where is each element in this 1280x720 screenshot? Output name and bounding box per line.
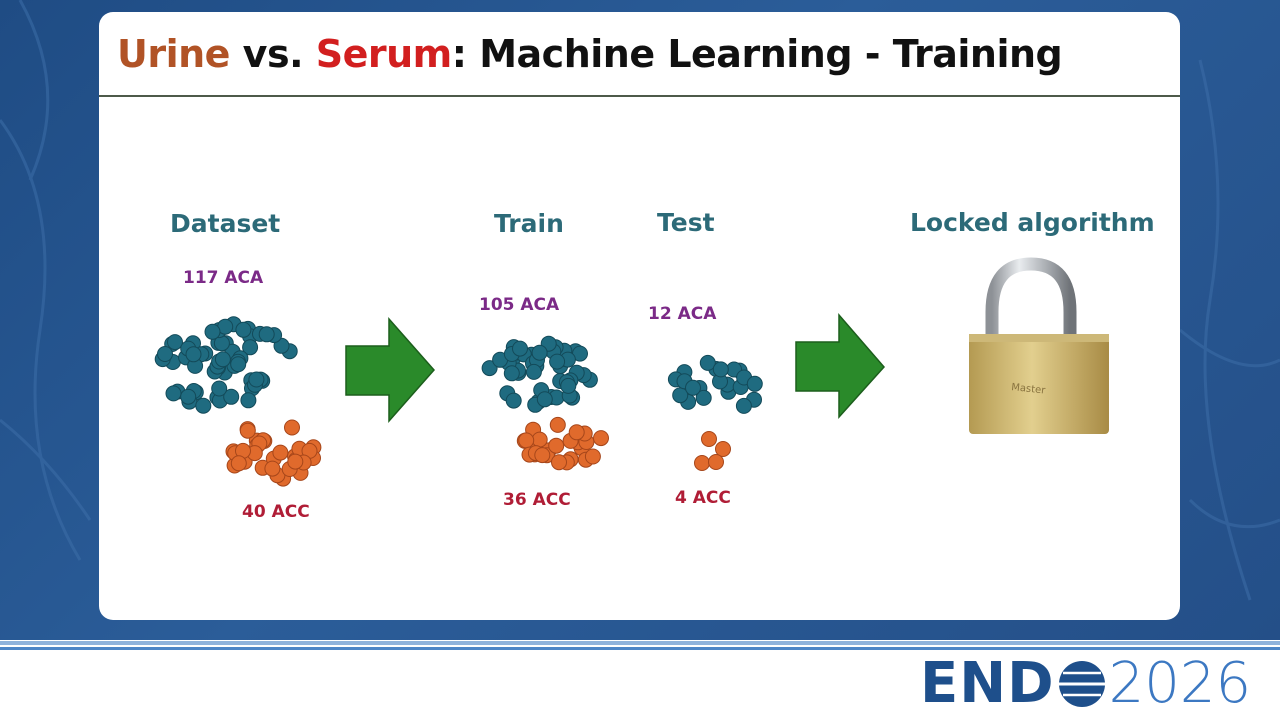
aca-dot bbox=[505, 392, 522, 409]
footer-divider bbox=[0, 641, 1280, 645]
train-aca-count: 105 ACA bbox=[479, 295, 560, 315]
content-card: Urine vs. Serum: Machine Learning - Trai… bbox=[99, 12, 1180, 620]
acc-dot bbox=[701, 431, 717, 447]
dataset-aca-count: 117 ACA bbox=[183, 268, 264, 288]
right-arrow-icon bbox=[795, 312, 886, 419]
background-texture bbox=[0, 0, 1280, 601]
aca-dot bbox=[180, 388, 197, 405]
aca-dot bbox=[157, 346, 173, 362]
aca-dot bbox=[242, 339, 259, 356]
acc-dot bbox=[534, 447, 551, 464]
test-acc-count: 4 ACC bbox=[675, 488, 731, 508]
logo-year-text: 2026 bbox=[1108, 651, 1252, 716]
footer-divider-2 bbox=[0, 647, 1280, 650]
acc-dot bbox=[584, 448, 601, 465]
title-urine: Urine bbox=[117, 32, 230, 76]
acc-dot bbox=[239, 422, 256, 439]
acc-dot bbox=[568, 424, 585, 441]
aca-dot bbox=[525, 363, 542, 380]
acc-dot bbox=[531, 431, 548, 448]
dataset-label: Dataset bbox=[170, 209, 281, 238]
acc-dot bbox=[548, 437, 565, 454]
locked-algorithm-label: Locked algorithm bbox=[910, 208, 1155, 237]
test-label: Test bbox=[657, 208, 715, 237]
train-label: Train bbox=[494, 209, 564, 238]
title-rest: : Machine Learning - Training bbox=[451, 32, 1063, 76]
aca-dot bbox=[549, 353, 566, 370]
aca-dot bbox=[685, 379, 701, 396]
logo-brand-text: END bbox=[920, 651, 1055, 716]
acc-dot bbox=[551, 454, 567, 471]
aca-dot bbox=[195, 397, 212, 414]
title-vs: vs. bbox=[229, 32, 316, 76]
aca-dot bbox=[699, 354, 716, 371]
aca-dot bbox=[223, 388, 240, 405]
aca-dot bbox=[560, 377, 577, 394]
aca-dot bbox=[735, 397, 752, 414]
acc-dot bbox=[284, 419, 300, 436]
title-serum: Serum bbox=[315, 32, 453, 76]
aca-dot bbox=[536, 391, 553, 408]
globe-icon bbox=[1058, 661, 1105, 707]
aca-dot bbox=[167, 334, 183, 351]
aca-dot bbox=[531, 344, 548, 361]
acc-dot bbox=[715, 441, 731, 457]
acc-dot bbox=[549, 416, 566, 433]
aca-dot bbox=[235, 321, 252, 338]
test-aca-count: 12 ACA bbox=[648, 304, 717, 324]
acc-dot bbox=[264, 460, 281, 477]
aca-dot bbox=[185, 346, 202, 363]
end-2026-logo: END 2026 bbox=[920, 655, 1251, 713]
padlock-icon: Master bbox=[969, 257, 1109, 434]
acc-dot bbox=[287, 453, 304, 470]
acc-dot bbox=[593, 430, 609, 447]
dataset-acc-count: 40 ACC bbox=[242, 502, 310, 522]
aca-dot bbox=[481, 360, 498, 377]
aca-dot bbox=[204, 323, 221, 340]
acc-dot bbox=[694, 455, 710, 471]
aca-dot bbox=[211, 380, 228, 397]
aca-dot bbox=[240, 392, 257, 409]
aca-dot bbox=[712, 361, 729, 378]
aca-dot bbox=[165, 385, 182, 402]
workflow-diagram: Master bbox=[154, 257, 1109, 487]
acc-dot bbox=[518, 432, 535, 449]
aca-dot bbox=[746, 375, 763, 392]
acc-dot bbox=[272, 444, 289, 461]
svg-text:Master: Master bbox=[1011, 382, 1047, 397]
aca-dot bbox=[248, 371, 265, 388]
aca-dot bbox=[230, 356, 247, 373]
right-arrow-icon bbox=[345, 317, 436, 423]
aca-dot bbox=[258, 326, 275, 343]
acc-dot bbox=[708, 454, 724, 470]
slide-title: Urine vs. Serum: Machine Learning - Trai… bbox=[117, 32, 1063, 76]
train-acc-count: 36 ACC bbox=[503, 490, 571, 510]
aca-dot bbox=[512, 340, 528, 357]
title-divider bbox=[99, 95, 1180, 97]
aca-dot bbox=[503, 365, 520, 382]
acc-dot bbox=[230, 455, 247, 472]
aca-dot bbox=[695, 389, 712, 406]
aca-dot bbox=[214, 351, 231, 368]
